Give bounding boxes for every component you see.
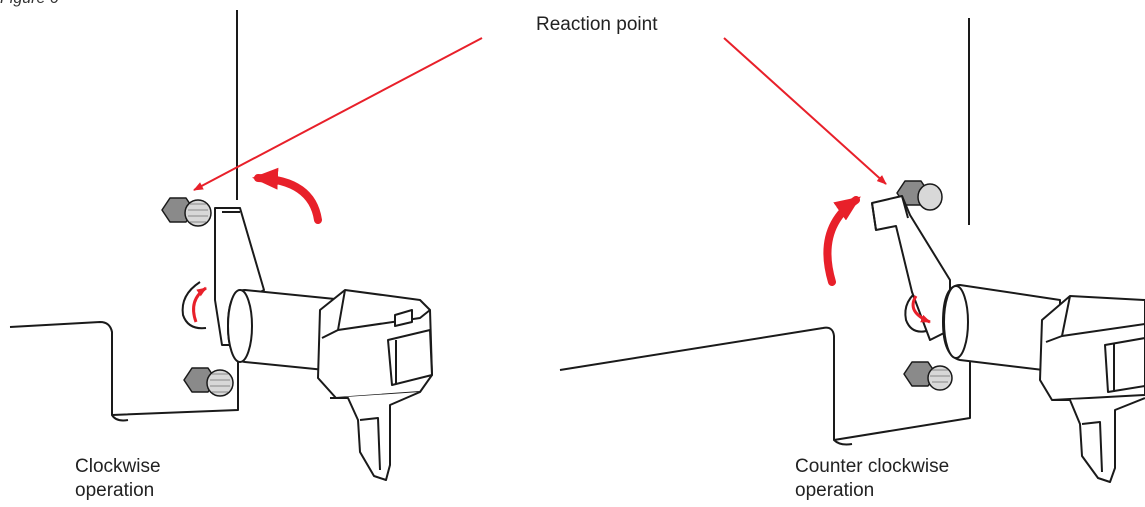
reaction-arrows [193,37,887,191]
bolt-top-right [896,180,943,211]
bolt-top-left [161,197,212,227]
flange-right [559,326,971,441]
bolt-bottom-left [183,367,234,397]
figure-label: Figure 6 [0,0,59,8]
counter-clockwise-small-arrow [911,295,931,324]
clockwise-caption: Clockwise operation [75,455,161,503]
flange-left [9,300,239,416]
counter-clockwise-caption: Counter clockwise operation [795,455,949,503]
tool-handle-right [1052,397,1145,483]
counter-clockwise-rotation-arrow [823,196,861,286]
counter-clockwise-assembly [559,18,1145,483]
reaction-pointer-left [193,37,483,191]
reaction-pointer-right [723,37,887,185]
tool-handle-left [330,391,421,481]
clockwise-assembly [9,10,433,481]
reaction-point-label: Reaction point [536,14,658,35]
bolt-bottom-right [903,361,953,391]
clockwise-small-arrow [192,286,207,323]
clockwise-rotation-arrow [252,167,322,224]
rotation-arrows [192,167,931,324]
counter-clockwise-caption-line1: Counter clockwise [795,456,950,477]
clockwise-caption-line2: operation [75,480,155,501]
clockwise-caption-line1: Clockwise [75,456,161,477]
reaction-arm-right [871,195,951,341]
counter-clockwise-caption-line2: operation [795,480,875,501]
